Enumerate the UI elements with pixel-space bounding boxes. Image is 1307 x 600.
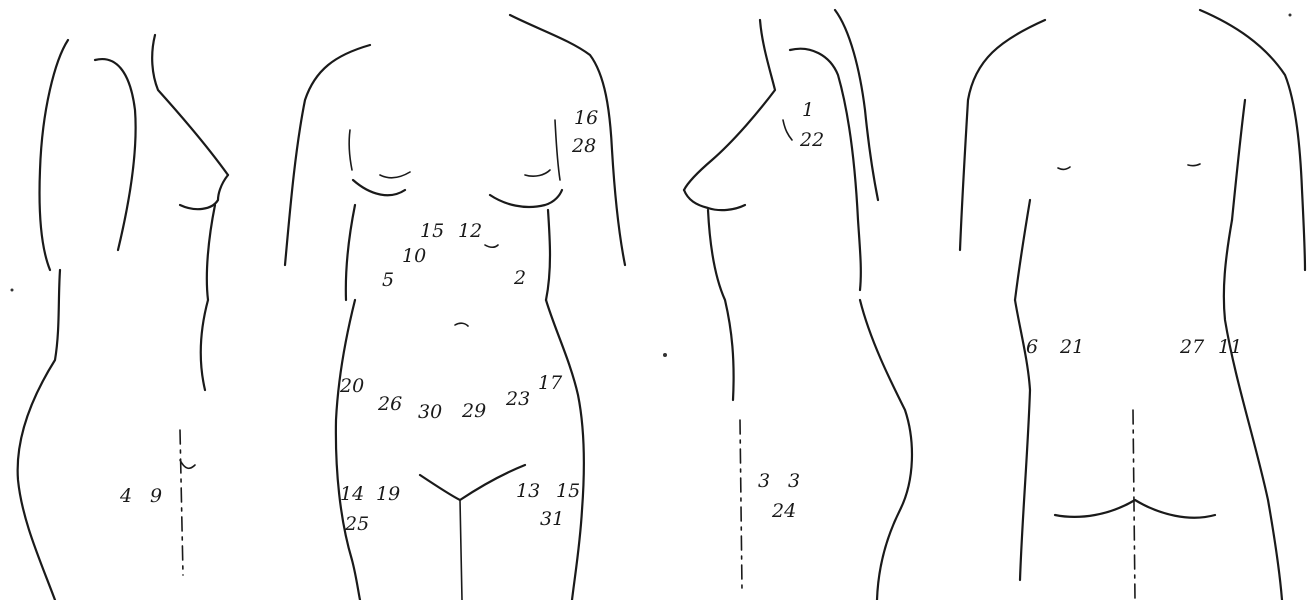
label-number: 20 [339, 375, 364, 397]
label-number: 28 [571, 135, 596, 157]
label-number: 19 [376, 483, 400, 505]
label-number: 26 [377, 393, 402, 415]
label-number: 30 [418, 401, 442, 423]
label-number: 1 [802, 99, 814, 121]
label-number: 2 [513, 267, 526, 289]
label-number: 13 [516, 480, 540, 502]
label-number: 27 [1179, 336, 1205, 358]
label-number: 3 [788, 470, 800, 492]
label-number: 10 [402, 245, 426, 267]
label-number: 9 [150, 485, 162, 507]
label-number: 6 [1026, 336, 1038, 358]
label-number: 22 [799, 129, 824, 151]
label-number: 31 [540, 508, 564, 530]
label-number: 21 [1059, 336, 1084, 358]
label-number: 16 [574, 107, 598, 129]
label-number: 25 [344, 513, 369, 535]
label-number: 4 [119, 485, 132, 507]
label-number: 12 [458, 220, 482, 242]
side-view-left-figure [684, 10, 912, 600]
label-number: 3 [758, 470, 770, 492]
label-number: 14 [340, 483, 364, 505]
side-view-right-figure [18, 35, 228, 600]
label-number: 5 [382, 269, 394, 291]
label-number: 15 [556, 480, 580, 502]
label-number: 24 [771, 500, 796, 522]
label-number: 17 [538, 372, 563, 394]
label-number: 23 [505, 388, 530, 410]
label-number: 29 [461, 400, 486, 422]
label-number: 11 [1218, 336, 1242, 358]
front-view-figure [285, 15, 625, 600]
back-view-figure [960, 10, 1305, 600]
label-number: 15 [420, 220, 444, 242]
